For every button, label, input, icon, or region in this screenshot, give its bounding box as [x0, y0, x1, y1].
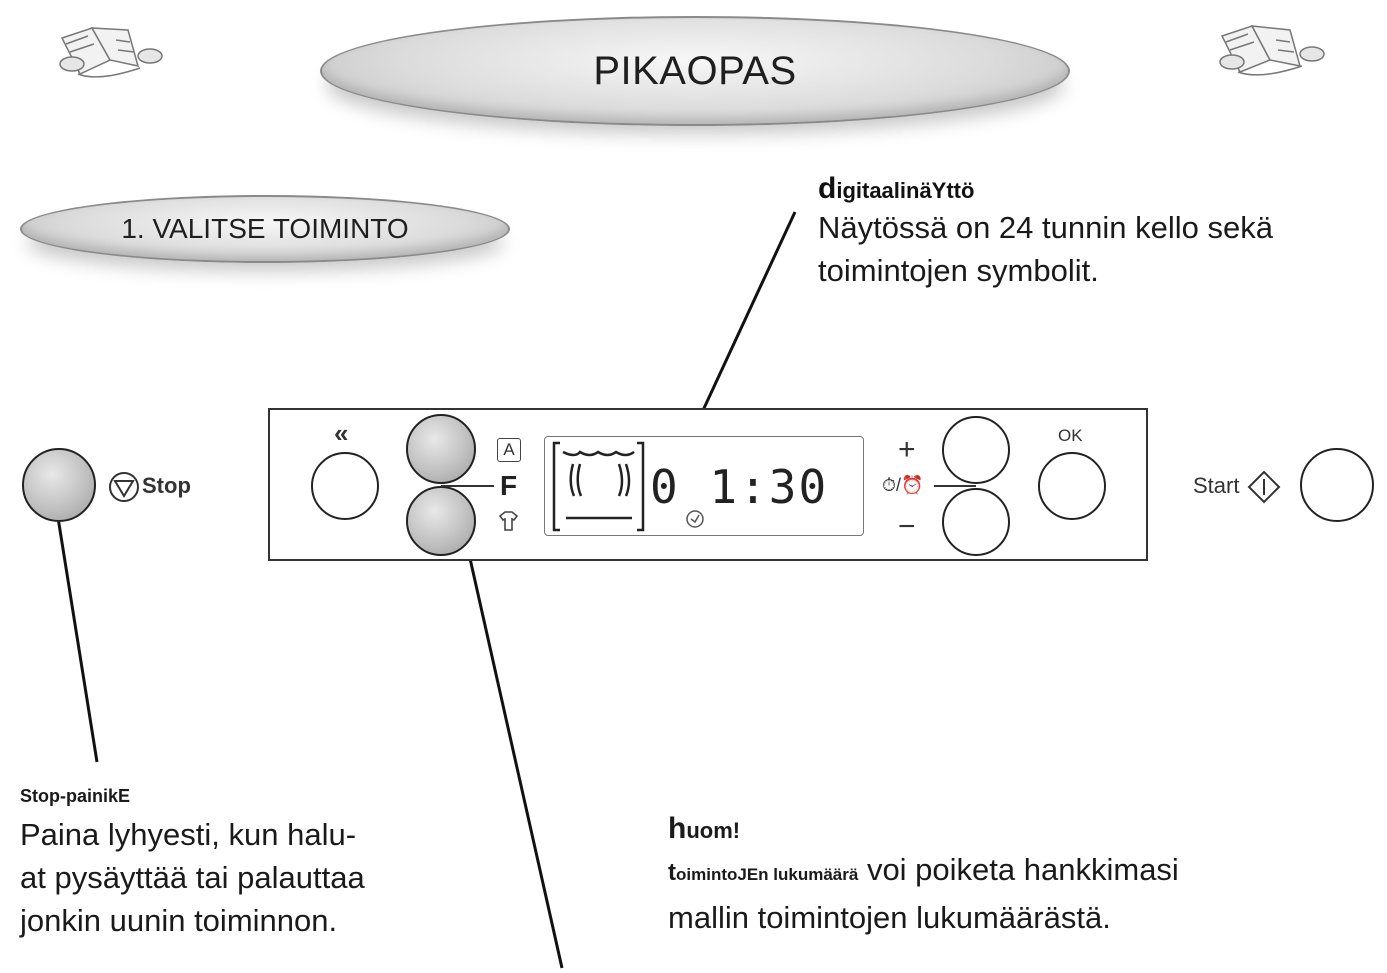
page-title: PIKAOPAS [593, 48, 797, 93]
plus-button[interactable] [942, 416, 1010, 484]
stop-button[interactable] [22, 448, 96, 522]
stop-annotation-text: Paina lyhyesti, kun halu- at pysäyttää t… [20, 817, 365, 938]
display-time: 0 1:30 [650, 460, 829, 514]
leader-line-display [684, 211, 797, 448]
timer-icon: ⏱/⏰ [882, 475, 924, 495]
note-line-1: toimintoJEn lukumäärä voi poiketa hankki… [668, 852, 1179, 887]
note-text: toimintoJEn lukumäärä voi poiketa hankki… [668, 848, 1179, 939]
start-label: Start [1193, 473, 1240, 498]
book-right-icon [1219, 25, 1325, 76]
ok-button[interactable] [1038, 452, 1106, 520]
display-annotation-text: Näytössä on 24 tunnin kello sekä toimint… [818, 210, 1273, 288]
function-down-button[interactable] [406, 486, 476, 556]
leader-line-function [456, 504, 564, 969]
start-button[interactable] [1300, 448, 1374, 522]
digital-display [544, 436, 864, 536]
back-icon: « [334, 418, 349, 448]
leader-line-stop [54, 504, 99, 763]
stop-label: Stop [142, 473, 191, 498]
function-up-button[interactable] [406, 414, 476, 484]
note-heading: huom! [668, 812, 741, 845]
minus-button[interactable] [942, 488, 1010, 556]
auto-icon: A [497, 438, 521, 462]
stop-annotation-heading: Stop-painikE [20, 786, 131, 806]
title-banner: PIKAOPAS [320, 16, 1070, 126]
step-banner: 1. VALITSE TOIMINTO [20, 195, 510, 263]
step-title: 1. VALITSE TOIMINTO [121, 213, 409, 244]
back-button[interactable] [311, 452, 379, 520]
book-left-icon [59, 27, 163, 78]
function-label: F [500, 470, 518, 501]
ok-label: OK [1058, 426, 1083, 445]
display-annotation-heading: digitaalinäYttö [818, 172, 975, 205]
minus-label: − [898, 510, 916, 543]
plus-label: + [898, 433, 916, 466]
